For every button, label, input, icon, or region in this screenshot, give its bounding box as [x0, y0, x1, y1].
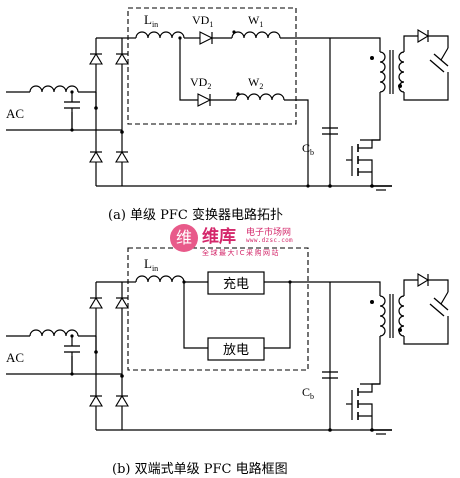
label-cb-a: Cb — [302, 141, 314, 157]
discharge-block — [207, 337, 265, 361]
winding-w2 — [235, 93, 285, 101]
inductor-lin-b — [135, 275, 185, 283]
label-vd2: VD2 — [190, 75, 211, 91]
winding-w1 — [231, 31, 281, 39]
watermark-main: 维库 — [202, 227, 236, 247]
watermark-sub: 全球最大IC采购网站 — [202, 249, 280, 257]
label-lin-b: Lin — [144, 256, 158, 273]
bridge-rectifier-b — [89, 281, 129, 431]
bridge-rectifier-a — [89, 37, 129, 187]
charge-block — [207, 271, 265, 295]
watermark: 维 维库 电子市场网 www.dzsc.com 全球最大IC采购网站 — [170, 222, 310, 262]
inductor-lin-a — [135, 31, 185, 39]
diagram-a: AC Lin VD1 W1 VD2 W2 Cb — [5, 7, 449, 191]
diode-vd2 — [197, 93, 212, 107]
watermark-side: 电子市场网 — [246, 228, 292, 238]
label-w2: W2 — [248, 75, 263, 91]
diagram-b: 充电 放电 AC Lin Cb — [5, 247, 449, 435]
caption-b: (b) 双端式单级 PFC 电路框图 — [112, 462, 288, 477]
label-discharge: 放电 — [223, 343, 249, 358]
diode-vd1 — [199, 31, 214, 45]
label-cb-b: Cb — [302, 385, 314, 401]
label-vd1: VD1 — [192, 13, 213, 29]
output-stage-b — [121, 273, 449, 435]
dashed-block-b — [127, 247, 309, 371]
label-ac-b: AC — [6, 350, 24, 365]
label-charge: 充电 — [223, 276, 249, 292]
output-stage-a — [121, 29, 449, 191]
caption-a: (a) 单级 PFC 变换器电路拓扑 — [108, 208, 284, 223]
watermark-url: www.dzsc.com — [246, 237, 293, 244]
label-lin-a: Lin — [144, 12, 158, 29]
label-ac-a: AC — [6, 106, 24, 121]
label-w1: W1 — [248, 13, 263, 29]
watermark-logo-icon: 维 — [170, 224, 198, 252]
dashed-block-a — [127, 7, 297, 125]
